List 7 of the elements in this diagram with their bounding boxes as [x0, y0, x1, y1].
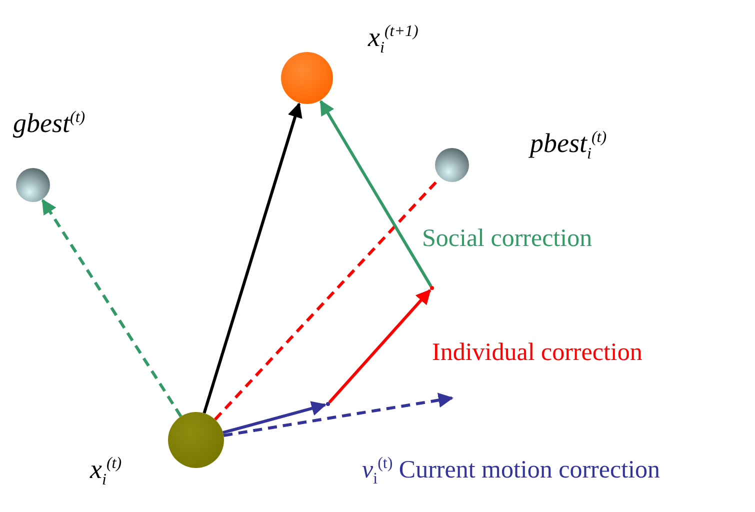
dashed-arrow [41, 198, 182, 418]
dashed-arrow [223, 392, 454, 437]
position-label: gbest$^{(t)}$ [13, 110, 86, 137]
arrow [222, 401, 327, 434]
arrow [328, 289, 432, 404]
arrow [202, 102, 302, 414]
arrow [320, 100, 432, 288]
